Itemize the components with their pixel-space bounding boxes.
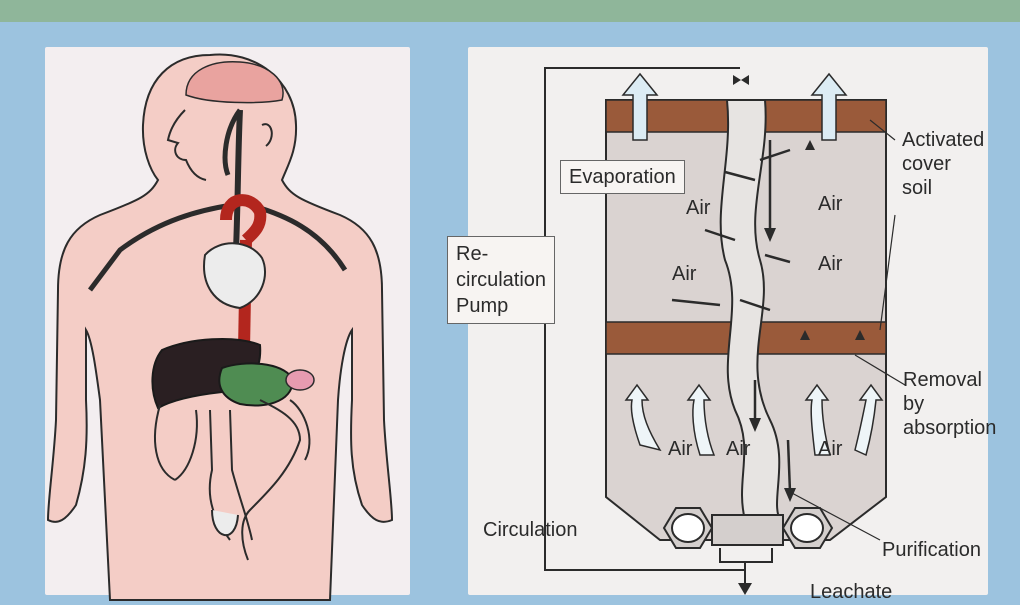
stomach bbox=[219, 363, 292, 405]
air-label-2: Air bbox=[818, 192, 842, 216]
air-label-6: Air bbox=[726, 437, 750, 461]
cover-soil-line-1: Activated bbox=[902, 128, 984, 152]
evaporation-label: Evaporation bbox=[560, 160, 685, 194]
recirculation-pump-line-1: Re- bbox=[456, 241, 546, 267]
air-label-7: Air bbox=[818, 437, 842, 461]
cover-soil-line-3: soil bbox=[902, 176, 984, 200]
air-label-4: Air bbox=[818, 252, 842, 276]
recirculation-pump-label: Re- circulation Pump bbox=[447, 236, 555, 324]
leachate-label: Leachate bbox=[810, 580, 892, 604]
human-anatomy-illustration bbox=[48, 54, 392, 600]
valve-icon bbox=[733, 75, 749, 85]
recirculation-pump-line-2: circulation bbox=[456, 267, 546, 293]
purification-label: Purification bbox=[882, 538, 981, 562]
cover-soil-line-2: cover bbox=[902, 152, 984, 176]
removal-line-2: by bbox=[903, 392, 996, 416]
removal-by-absorption-label: Removal by absorption bbox=[903, 368, 996, 440]
landfill-cross-section bbox=[545, 68, 905, 595]
recirculation-pump-line-3: Pump bbox=[456, 293, 546, 319]
circulation-label: Circulation bbox=[483, 518, 577, 542]
air-label-3: Air bbox=[672, 262, 696, 286]
removal-line-1: Removal bbox=[903, 368, 996, 392]
air-label-5: Air bbox=[668, 437, 692, 461]
activated-cover-soil-label: Activated cover soil bbox=[902, 128, 984, 200]
air-label-1: Air bbox=[686, 196, 710, 220]
removal-line-3: absorption bbox=[903, 416, 996, 440]
